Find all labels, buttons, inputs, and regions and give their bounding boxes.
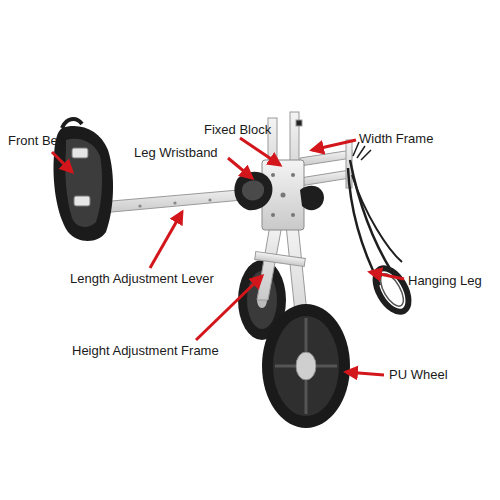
part-label: Leg Wristband	[134, 145, 218, 161]
leader-arrows	[52, 138, 404, 375]
part-label: Hanging Leg	[408, 273, 482, 289]
leader-arrow	[370, 272, 404, 279]
leader-arrow	[228, 158, 252, 178]
part-label: Front Belt	[8, 133, 64, 149]
part-label: Length Adjustment Lever	[70, 271, 214, 287]
leg-wristband	[234, 172, 324, 210]
part-label: Fixed Block	[204, 122, 271, 138]
part-label: Width Frame	[359, 131, 433, 147]
leader-arrow	[150, 212, 182, 268]
part-label: Height Adjustment Frame	[72, 343, 219, 359]
leader-arrow	[346, 372, 384, 375]
hanging-leg	[348, 142, 415, 317]
leader-arrow	[52, 152, 72, 172]
part-label: PU Wheel	[389, 367, 448, 383]
leader-arrow	[312, 140, 356, 150]
pu-wheel	[262, 304, 350, 428]
leader-arrow	[240, 138, 280, 165]
